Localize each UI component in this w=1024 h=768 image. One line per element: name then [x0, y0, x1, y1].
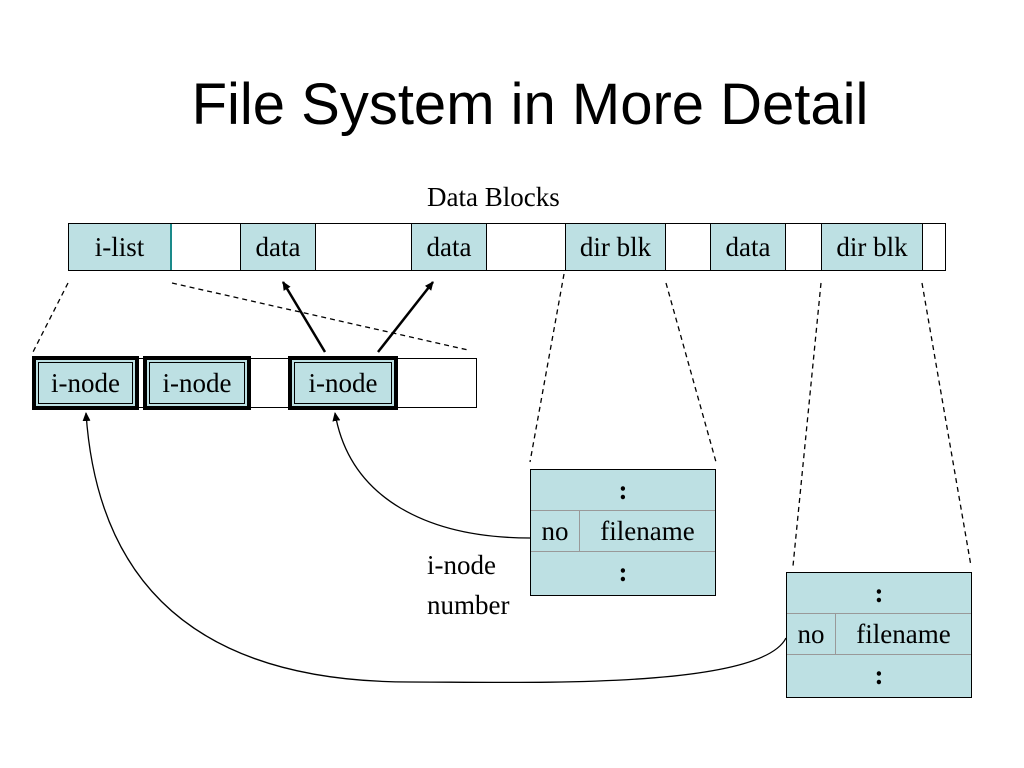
block-i-list: i-list [69, 224, 172, 270]
inode-number-field: no [787, 614, 836, 654]
dashed-zoom-line-dir2-right [921, 282, 972, 567]
data-blocks-label: Data Blocks [427, 182, 560, 212]
dir-entry-bottom-marker: : [874, 659, 884, 690]
filename-field: filename [600, 515, 695, 546]
block-data-1: data [240, 224, 316, 270]
dir-entry-row: no filename [531, 510, 715, 552]
dashed-zoom-line-ilist-left [32, 282, 69, 353]
block-dir-blk-1: dir blk [565, 224, 666, 270]
dir-entry-top-marker: : [618, 474, 628, 505]
inode-3: i-node [288, 356, 398, 410]
inode-number-field: no [531, 511, 580, 551]
filename-field: filename [856, 618, 951, 649]
inode-number-label-line1: i-node [427, 550, 496, 580]
dashed-zoom-line-dir2-left [792, 282, 822, 567]
inode-1: i-node [32, 356, 139, 410]
block-data-3: data [710, 224, 786, 270]
curve-arrow-dir2-to-inode-1 [82, 412, 787, 684]
dashed-zoom-line-ilist-right [171, 282, 469, 351]
disk-block-bar: i-list data data dir blk data dir blk [68, 223, 946, 271]
inode-number-label-line2: number [427, 590, 510, 620]
inode-2: i-node [143, 356, 251, 410]
curve-arrow-dir1-to-inode-3 [332, 412, 531, 539]
dir-entry-top-marker: : [874, 577, 884, 608]
page-title: File System in More Detail [191, 72, 869, 137]
dashed-zoom-line-dir1-left [529, 273, 565, 463]
dashed-zoom-line-dir1-right [665, 282, 717, 463]
dir-entry-table-1: : no filename : [530, 469, 716, 596]
block-data-2: data [411, 224, 487, 270]
dir-entry-bottom-marker: : [618, 556, 628, 587]
pointer-arrow-to-data-2 [377, 281, 434, 353]
dir-entry-table-2: : no filename : [786, 572, 972, 698]
dir-entry-row: no filename [787, 613, 971, 655]
block-dir-blk-2: dir blk [821, 224, 923, 270]
pointer-arrow-to-data-1 [281, 281, 327, 353]
